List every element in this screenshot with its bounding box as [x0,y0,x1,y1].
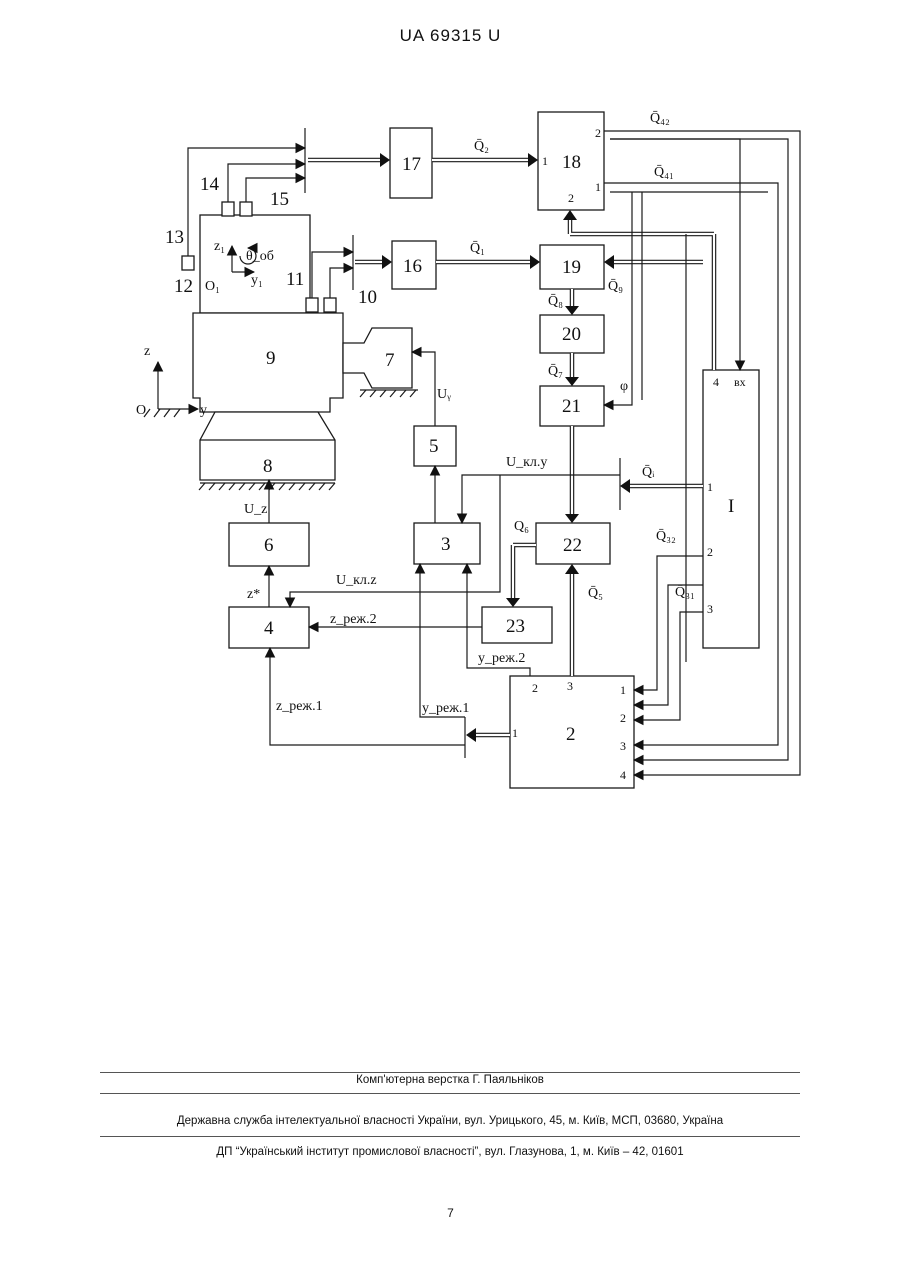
svg-text:Q̄₇: Q̄₇ [548,363,563,379]
block-23-label: 23 [506,616,525,637]
svg-text:φ: φ [620,379,628,394]
sensor-15-label: 15 [270,189,289,210]
sensor-11-label: 11 [286,269,304,290]
svg-text:Q₆: Q₆ [514,519,529,534]
block-3-label: 3 [441,534,451,555]
svg-text:Uᵧ: Uᵧ [437,387,451,402]
sensor-14-label: 14 [200,174,220,195]
svg-text:Q̄₁: Q̄₁ [470,240,485,256]
block-2-label: 2 [566,724,576,745]
svg-text:Q̄₉: Q̄₉ [608,278,623,294]
block-8-label: 8 [263,456,273,477]
svg-text:Q̄₃₂: Q̄₃₂ [656,528,676,544]
svg-text:U_кл.у: U_кл.у [506,455,547,470]
svg-text:2: 2 [532,681,538,695]
block-I-label: I [728,496,734,517]
svg-text:4: 4 [620,768,626,782]
svg-text:2: 2 [568,191,574,205]
block-18-label: 18 [562,152,581,173]
footer-institute: ДП “Український інститут промислової вла… [100,1146,800,1158]
svg-text:Q̄₄₂: Q̄₄₂ [650,110,670,126]
svg-text:Q̄₅: Q̄₅ [588,585,603,601]
svg-text:z₁: z₁ [214,239,225,254]
sensor-11 [306,298,318,312]
svg-text:2: 2 [620,711,626,725]
block-6-label: 6 [264,535,274,556]
sensor-13-label: 13 [165,227,184,248]
footer-rule-middle [100,1093,800,1094]
svg-text:1: 1 [512,726,518,740]
svg-text:Q̄₈: Q̄₈ [548,293,563,309]
sensor-12-label: 12 [174,276,193,297]
svg-text:z*: z* [247,587,260,602]
svg-text:4: 4 [713,375,719,389]
block-5-label: 5 [429,436,439,457]
svg-text:2: 2 [595,126,601,140]
svg-text:3: 3 [707,602,713,616]
svg-text:Q̄₃₁: Q̄₃₁ [675,584,695,600]
page-number: 7 [0,1206,901,1220]
svg-text:3: 3 [567,679,573,693]
svg-text:Q̄₂: Q̄₂ [474,138,489,154]
svg-text:O₁: O₁ [205,279,220,294]
svg-text:1: 1 [595,180,601,194]
block-4-label: 4 [264,618,274,639]
svg-text:1: 1 [542,154,548,168]
svg-text:Q̄₄₁: Q̄₄₁ [654,164,674,180]
footer-rule-top [100,1072,800,1073]
block-12-spindle-head [200,215,310,313]
svg-text:z: z [144,344,150,359]
svg-text:1: 1 [620,683,626,697]
svg-text:y_реж.2: y_реж.2 [478,651,525,666]
svg-text:y_реж.1: y_реж.1 [422,701,469,716]
block-21-label: 21 [562,396,581,417]
svg-text:U_кл.z: U_кл.z [336,573,377,588]
svg-text:z_реж.1: z_реж.1 [276,699,323,714]
footer-publisher: Державна служба інтелектуальної власност… [100,1115,800,1127]
svg-text:1: 1 [707,480,713,494]
block-16-label: 16 [403,256,422,277]
sensor-13 [182,256,194,270]
footer-layout-credit: Комп'ютерна верстка Г. Паяльніков [100,1074,800,1086]
svg-text:Q̄ᵢ: Q̄ᵢ [642,464,655,480]
svg-text:y: y [200,403,207,418]
svg-text:y₁: y₁ [251,273,263,288]
block-22-label: 22 [563,535,582,556]
svg-text:3: 3 [620,739,626,753]
svg-text:z_реж.2: z_реж.2 [330,612,377,627]
block-20-label: 20 [562,324,581,345]
sensor-10 [324,298,336,312]
block-19-label: 19 [562,257,581,278]
sensor-15 [240,202,252,216]
svg-text:вх: вх [734,375,746,389]
block-9-label: 9 [266,348,276,369]
block-7-label: 7 [385,350,395,371]
footer-rule-bottom [100,1136,800,1137]
svg-text:θ_об: θ_об [246,249,274,264]
sensor-10-label: 10 [358,287,377,308]
svg-text:U_z: U_z [244,502,267,517]
svg-text:O: O [136,403,146,418]
block-17-label: 17 [402,154,421,175]
block-7-motor [343,328,412,388]
svg-text:2: 2 [707,545,713,559]
sensor-14 [222,202,234,216]
